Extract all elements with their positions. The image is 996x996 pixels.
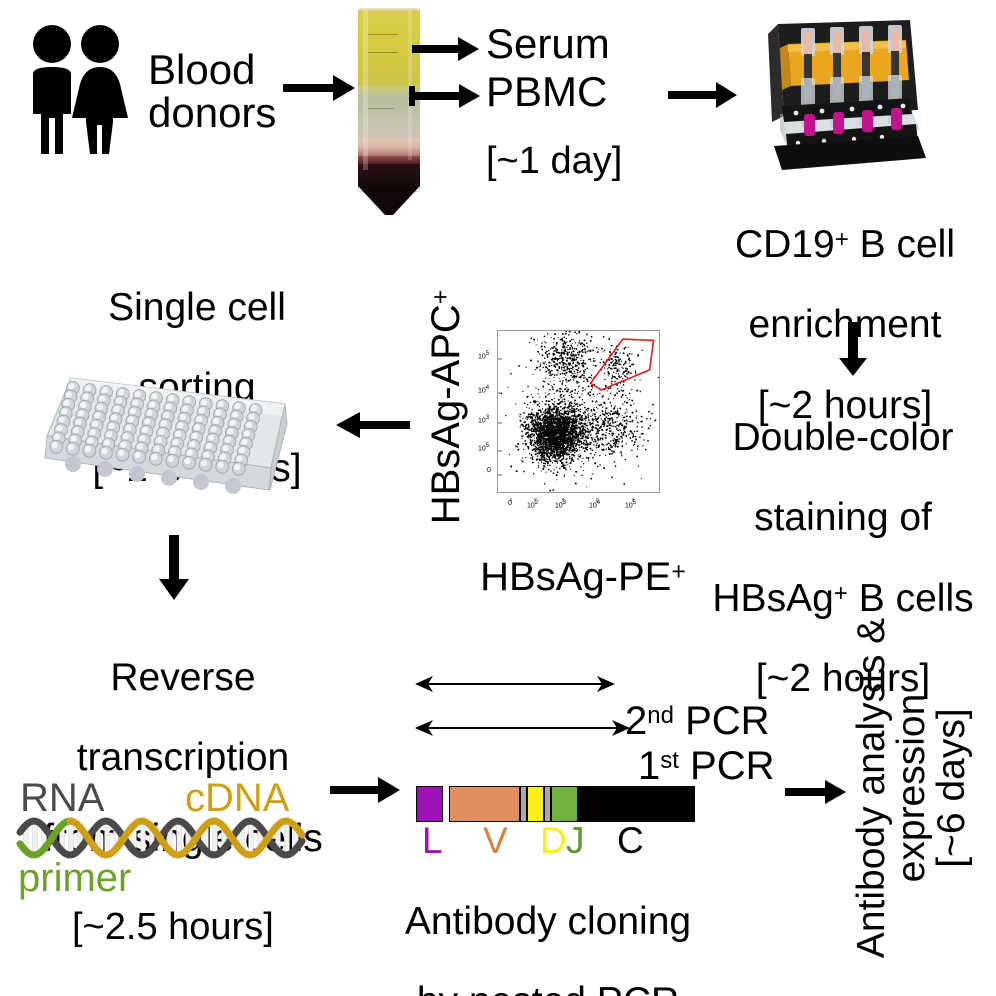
- flow-xtick-0: 0: [508, 500, 512, 507]
- rna-label: RNA: [20, 776, 105, 820]
- primer-label: primer: [18, 856, 132, 900]
- antibody-cloning-label: Antibody cloning by nested PCR [~8 hours…: [404, 900, 692, 996]
- gene-segment-spacer2: [543, 786, 551, 822]
- people-icon: [25, 22, 145, 157]
- flow-ytick-1e2: 105: [478, 443, 490, 453]
- antibody-gene-segment-bar: [416, 786, 695, 822]
- arrow-pbmc-to-macs: [668, 80, 738, 115]
- second-pcr-arrow: [415, 674, 615, 699]
- arrow-plate-to-rt: [158, 535, 190, 606]
- flow-xaxis-ticks: [497, 493, 660, 502]
- arrow-dna-to-genebar: [330, 775, 402, 810]
- flow-xtick-1e5: 105: [625, 500, 637, 510]
- flow-x-axis-label: HBsAg-PE+: [480, 555, 686, 600]
- flow-ytick-0: 0: [487, 467, 491, 474]
- blood-donors-label: Blood donors: [148, 46, 277, 137]
- flow-xtick-1e4: 104: [589, 500, 601, 510]
- flow-y-axis-label: HBsAg-APC+: [424, 289, 468, 525]
- gene-letter-L: L: [422, 820, 443, 861]
- flow-ytick-1e5: 105: [478, 351, 490, 361]
- flow-cytometry-plot: [497, 330, 660, 493]
- flow-ytick-1e4: 104: [478, 385, 490, 395]
- cd19-superscript-plus: +: [834, 226, 849, 254]
- gene-segment-V: [448, 786, 520, 822]
- arrow-to-analysis: [785, 778, 847, 811]
- flow-scatter-svg: [498, 331, 659, 492]
- serum-label: Serum: [486, 20, 610, 67]
- gene-segment-gap1: [442, 786, 449, 822]
- hbsag-superscript-plus: +: [833, 579, 848, 607]
- flow-xtick-1e3: 103: [555, 500, 567, 510]
- arrow-enrichment-to-staining: [838, 322, 868, 382]
- gene-letter-D: D: [540, 820, 567, 861]
- first-pcr-label: 1st PCR: [638, 744, 775, 789]
- cd19-enrichment-label: CD19+ B cell enrichment [~2 hours]: [734, 223, 956, 427]
- gene-segment-D: [527, 786, 544, 822]
- arrow-to-serum: [412, 36, 480, 67]
- gene-letter-V: V: [483, 820, 508, 861]
- arrow-donors-to-tube: [283, 72, 356, 109]
- first-pcr-arrow: [415, 718, 630, 743]
- gene-segment-C: [577, 786, 695, 822]
- people-icon-svg: [33, 25, 128, 154]
- rt-time-label: [~2.5 hours]: [72, 906, 274, 948]
- 96-well-plate-image: [33, 372, 308, 507]
- gene-letter-J: J: [566, 820, 585, 861]
- blood-separation-tube: [358, 8, 420, 215]
- arrow-to-pbmc: [409, 83, 481, 114]
- tube-cone: [358, 186, 420, 216]
- double-color-staining-label: Double-color staining of HBsAg+ B cells …: [712, 416, 974, 701]
- second-pcr-label: 2nd PCR: [625, 699, 770, 744]
- antibody-analysis-label: Antibody analysis & expression [~6 days]: [850, 617, 974, 959]
- macs-separator-image: [760, 18, 932, 176]
- gene-segment-J: [551, 786, 578, 822]
- gradient-time-label: [~1 day]: [486, 140, 623, 182]
- flow-xtick-1e2: 102: [527, 500, 539, 510]
- arrow-flow-to-plate: [334, 410, 410, 445]
- cdna-label: cDNA: [185, 776, 290, 820]
- gene-segment-spacer1: [519, 786, 528, 822]
- pbmc-label: PBMC: [486, 68, 608, 115]
- dna-helix-illustration: [16, 812, 306, 864]
- gene-segment-L: [416, 786, 443, 822]
- gene-letter-C: C: [617, 820, 644, 861]
- flow-ytick-1e3: 103: [478, 415, 490, 425]
